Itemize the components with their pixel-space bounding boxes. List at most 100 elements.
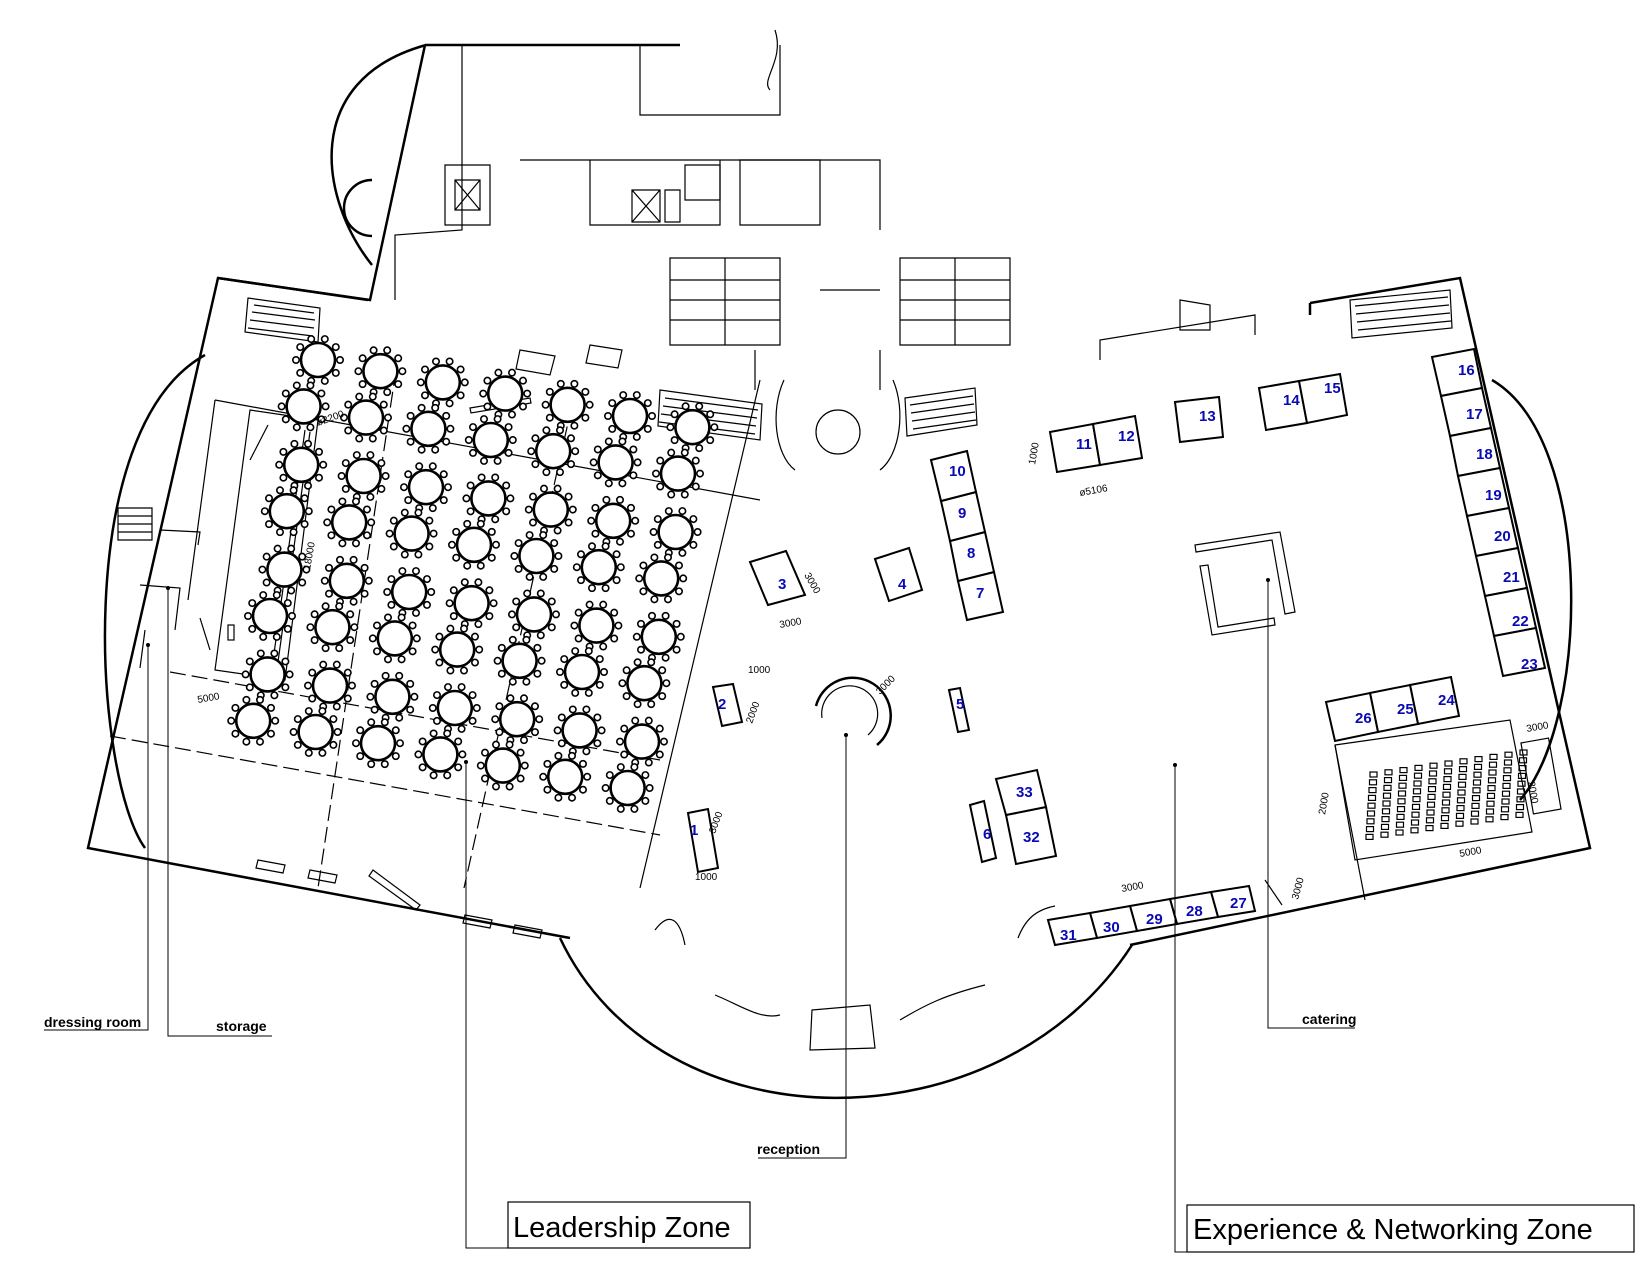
booth-number: 16	[1458, 362, 1475, 379]
round-table	[601, 763, 654, 813]
theatre-seat	[1455, 820, 1464, 827]
theatre-seat	[1500, 806, 1510, 813]
round-table	[277, 381, 330, 432]
booth-number: 19	[1485, 487, 1502, 504]
booth-outline	[1173, 395, 1225, 444]
round-table	[414, 729, 467, 780]
storage-label: storage	[216, 1018, 267, 1034]
round-table	[507, 589, 560, 640]
round-table	[445, 578, 498, 629]
booth-number: 33	[1016, 784, 1033, 801]
booth-13[interactable]: 13	[1173, 395, 1225, 444]
booth-15[interactable]: 15	[1297, 372, 1349, 425]
booth-12[interactable]: 12	[1091, 414, 1144, 467]
booth-number: 6	[983, 826, 991, 843]
booth-4[interactable]: 4	[873, 546, 924, 603]
booth-outline	[1492, 626, 1547, 678]
theatre-seat	[1368, 786, 1377, 794]
experience-zone-label: Experience & Networking Zone	[1193, 1214, 1593, 1246]
theatre-seat	[1440, 814, 1450, 822]
round-table	[603, 391, 656, 441]
booth-29[interactable]: 29	[1128, 897, 1179, 933]
booth-10[interactable]: 10	[929, 449, 978, 503]
booth-number: 4	[898, 576, 907, 593]
theatre-seat	[1488, 769, 1497, 776]
theatre-seat	[1384, 769, 1393, 776]
theatre-seat	[1411, 803, 1421, 811]
booth-33[interactable]: 33	[994, 768, 1048, 817]
theatre-seat	[1440, 822, 1449, 830]
booth-3[interactable]: 3	[748, 549, 807, 607]
theatre-seat	[1426, 801, 1436, 808]
round-table	[366, 671, 419, 722]
booth-number: 9	[958, 505, 966, 522]
booth-30[interactable]: 30	[1088, 904, 1139, 940]
theatre-seat	[1425, 824, 1434, 832]
dimension-label: ø5106	[1079, 483, 1109, 499]
booth-14[interactable]: 14	[1257, 379, 1309, 432]
dressing-room-label: dressing room	[44, 1014, 141, 1030]
round-table	[385, 508, 438, 559]
round-table	[649, 507, 702, 557]
booth-outline	[994, 768, 1048, 817]
booth-28[interactable]: 28	[1168, 890, 1220, 926]
round-table	[399, 462, 452, 513]
theatre-seat	[1472, 779, 1482, 786]
booth-11[interactable]: 11	[1048, 422, 1102, 474]
theatre-seat	[1442, 783, 1452, 791]
booth-1[interactable]: 1	[686, 807, 720, 874]
theatre-seat	[1367, 794, 1377, 802]
booth-26[interactable]: 26	[1324, 691, 1380, 743]
booth-outline	[711, 682, 744, 728]
theatre-seat	[1413, 772, 1423, 779]
booth-2[interactable]: 2	[711, 682, 744, 728]
booth-outline	[1091, 414, 1144, 467]
theatre-seat	[1428, 778, 1437, 785]
round-table	[541, 379, 594, 430]
booth-5[interactable]: 5	[947, 686, 971, 734]
theatre-seat	[1412, 788, 1422, 795]
partitions	[654, 905, 1056, 1051]
round-tables	[227, 335, 719, 813]
theatre-seat	[1504, 751, 1513, 758]
booth-19[interactable]: 19	[1456, 466, 1511, 518]
theatre-seat	[1367, 802, 1376, 809]
round-table	[227, 695, 280, 746]
theatre-seat	[1515, 811, 1524, 819]
theatre-seat	[1470, 818, 1479, 825]
booth-32[interactable]: 32	[1004, 805, 1058, 866]
theatre-seat	[1429, 762, 1438, 769]
round-table	[462, 473, 515, 524]
theatre-seat	[1515, 803, 1525, 811]
theatre-seat	[1396, 813, 1405, 821]
round-table	[632, 611, 685, 662]
booth-6[interactable]: 6	[968, 799, 998, 864]
booth-23[interactable]: 23	[1492, 626, 1547, 678]
theatre-seat	[1382, 792, 1392, 799]
round-table	[260, 486, 313, 537]
theatre-seat	[1459, 758, 1468, 765]
theatre-seat	[1501, 790, 1511, 797]
theatre-seat	[1380, 831, 1389, 838]
booth-number: 12	[1118, 428, 1135, 445]
theatre-seat	[1441, 807, 1450, 814]
theatre-seat	[1410, 819, 1420, 826]
round-table	[524, 484, 577, 535]
theatre-seat	[1457, 781, 1467, 788]
theatre-seat	[1427, 785, 1437, 793]
booth-number: 30	[1103, 919, 1120, 936]
theatre-seat	[1381, 808, 1391, 815]
booth-31[interactable]: 31	[1046, 911, 1099, 947]
booth-24[interactable]: 24	[1408, 675, 1461, 726]
dimension-label: 5000	[197, 691, 221, 706]
booth-number: 15	[1324, 380, 1341, 397]
upper-interior	[394, 29, 1256, 471]
reception-desk	[814, 676, 892, 746]
theatre-seat	[1487, 777, 1497, 784]
round-table	[339, 392, 392, 443]
theatre-seat	[1472, 787, 1481, 794]
round-table	[351, 718, 404, 769]
theatre-seat	[1383, 776, 1393, 784]
booth-22[interactable]: 22	[1483, 586, 1538, 638]
